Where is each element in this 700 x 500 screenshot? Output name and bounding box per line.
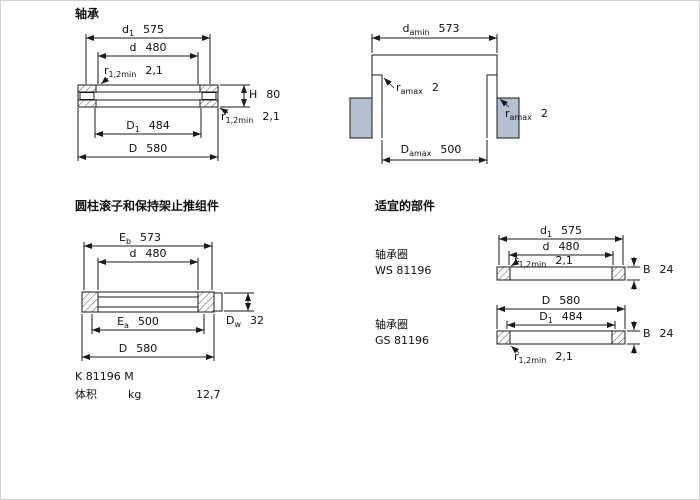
bearing-dim-H (220, 84, 250, 108)
bearing-r-bottom-leader (219, 107, 229, 115)
bearing-cross-section (77, 84, 219, 108)
gs-r-leader (510, 345, 520, 354)
assembly-dim-Ea (91, 314, 205, 334)
assembly-dim-Dw (224, 292, 254, 312)
roller-right (201, 92, 217, 100)
bearing-dim-D (77, 108, 219, 161)
bearing-dim-d1 (85, 34, 211, 84)
housing-block-left (349, 97, 373, 139)
abutment-dim-damin (371, 34, 498, 53)
assembly-dim-D (81, 314, 215, 361)
assembly-drawing (81, 291, 223, 313)
bearing-dim-D1 (94, 108, 202, 138)
gs-dim-D (496, 305, 626, 329)
abutment-ramax-right-leader (499, 98, 510, 108)
ws-dim-d (508, 251, 614, 265)
section-title-bearing: 轴承 (75, 7, 100, 21)
section-title-assembly: 圆柱滚子和保持架止推组件 (75, 199, 220, 213)
abutment-dim-Damax (381, 140, 488, 164)
gs-kind-label: 轴承圈 (375, 318, 408, 331)
abutment-drawing (349, 54, 520, 139)
ws-designation: WS 81196 (375, 264, 432, 277)
bearing-dim-d (97, 52, 199, 84)
gs-designation: GS 81196 (375, 334, 429, 347)
mass-unit: kg (128, 388, 142, 401)
gs-dim-B (627, 321, 640, 354)
roller-left (79, 92, 95, 100)
mass-label: 体积 (75, 388, 97, 401)
ws-r-leader (510, 259, 520, 267)
ws-dim-B (627, 257, 640, 290)
assembly-dim-d (97, 258, 199, 290)
mass-value: 12,7 (196, 388, 221, 401)
assembly-designation: K 81196 M (75, 370, 134, 383)
gs-dim-D1 (506, 321, 616, 329)
section-title-components: 适宜的部件 (375, 199, 436, 213)
assembly-dim-Eb (83, 242, 213, 290)
ws-kind-label: 轴承圈 (375, 248, 408, 261)
ws-washer-drawing (496, 266, 626, 281)
abutment-ramax-top-leader (383, 77, 395, 89)
housing-block-right (496, 97, 520, 139)
gs-washer-drawing (496, 330, 626, 345)
roller-side-view (213, 292, 223, 312)
bearing-r-top-leader (100, 76, 110, 85)
ws-dim-d1 (498, 235, 624, 265)
